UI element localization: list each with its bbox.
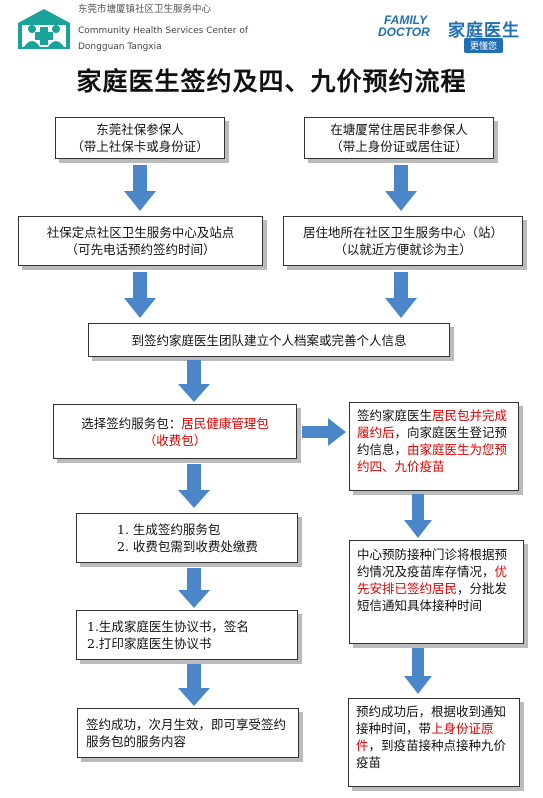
arrow-down-icon [178, 664, 210, 706]
box-sign: 签约家庭医生居民包并完成履约后，向家庭医生登记预约信息，由家庭医生为您预约四、九… [349, 402, 519, 491]
box-clinic: 中心预防接种门诊将根据预约情况及疫苗库存情况，优先安排已签约居民，分批发短信通知… [349, 540, 524, 644]
final-text-a: 预约成功后，根据收到通知接种时间，带 [356, 704, 507, 736]
arrow-down-icon [124, 272, 156, 318]
org-name-cn: 东莞市塘厦镇社区卫生服务中心 [78, 4, 212, 15]
box-insured-line2: （带上社保卡或身份证） [71, 139, 209, 154]
final-red: 上身份证原件 [356, 721, 494, 753]
agreement-line2: 2.打印家庭医生协议书 [87, 636, 212, 651]
sign-red-2: 由家庭医生为您预约四、九价疫苗 [357, 442, 508, 474]
box-resident-center-line1: 居住地所在社区卫生服务中心（站） [302, 225, 503, 240]
arrow-down-icon [124, 165, 156, 211]
fd-tag: 更懂您 [464, 38, 504, 53]
arrow-right-icon [302, 418, 346, 446]
box-insured-center: 社保定点社区卫生服务中心及站点 （可先电话预约签约时间） [18, 216, 263, 266]
box-insured-center-line2: （可先电话预约签约时间） [65, 242, 216, 257]
generate-line1: 1. 生成签约服务包 [117, 522, 221, 537]
arrow-down-icon [404, 648, 432, 694]
fd-en1: FAMILY [384, 13, 428, 27]
box-team-text: 到签约家庭医生团队建立个人档案或完善个人信息 [131, 332, 407, 348]
box-resident-line2: （带上身份证或居住证） [330, 139, 468, 154]
arrow-down-icon [178, 360, 210, 402]
health-center-logo-icon [18, 9, 70, 49]
arrow-down-icon [385, 272, 417, 318]
sign-text-b: ，向家庭医生登记预约信息， [357, 425, 508, 457]
choose-prefix: 选择签约服务包： [81, 415, 182, 431]
arrow-down-icon [178, 568, 210, 608]
fd-en2: DOCTOR [378, 25, 430, 39]
org-name-block: 东莞市塘厦镇社区卫生服务中心 Community Health Services… [78, 2, 248, 55]
box-choose-line1: 选择签约服务包：居民健康管理包 [54, 415, 296, 432]
box-insured-center-line1: 社保定点社区卫生服务中心及站点 [46, 225, 235, 240]
arrow-down-icon [404, 494, 432, 538]
success-text: 签约成功，次月生效，即可享受签约服务包的服务内容 [86, 717, 287, 749]
box-final: 预约成功后，根据收到通知接种时间，带上身份证原件，到疫苗接种点接种九价疫苗 [348, 698, 520, 787]
box-insured: 东莞社保参保人 （带上社保卡或身份证） [55, 117, 225, 159]
box-insured-line1: 东莞社保参保人 [96, 122, 184, 137]
family-doctor-logo: FAMILY DOCTOR 家庭医生 更懂您 [378, 13, 538, 53]
sign-red-1: 居民包并完成履约后 [357, 408, 508, 440]
box-resident-line1: 在塘厦常住居民非参保人 [330, 122, 468, 137]
box-resident-center-line2: （以就近方便就诊为主） [334, 242, 472, 257]
agreement-line1: 1.生成家庭医生协议书，签名 [87, 619, 249, 634]
clinic-text-a: 中心预防接种门诊将根据预约情况及疫苗库存情况， [357, 547, 508, 579]
fd-cn: 家庭医生 [448, 21, 520, 41]
box-generate: 1. 生成签约服务包 2. 收费包需到收费处缴费 [76, 513, 298, 563]
arrow-down-icon [385, 165, 417, 211]
final-text-b: ，到疫苗接种点接种九价疫苗 [356, 738, 507, 770]
arrow-down-icon [178, 464, 210, 508]
org-name-en1: Community Health Services Center of [78, 26, 249, 36]
choose-fee: （收费包） [143, 432, 207, 448]
box-team: 到签约家庭医生团队建立个人档案或完善个人信息 [88, 323, 450, 357]
clinic-red: 优先安排已签约居民 [357, 564, 508, 596]
sign-text-a: 签约家庭医生 [357, 408, 433, 423]
box-success: 签约成功，次月生效，即可享受签约服务包的服务内容 [77, 708, 299, 758]
box-resident: 在塘厦常住居民非参保人 （带上身份证或居住证） [304, 117, 494, 159]
box-agreement: 1.生成家庭医生协议书，签名 2.打印家庭医生协议书 [76, 610, 298, 660]
generate-line2: 2. 收费包需到收费处缴费 [117, 539, 258, 554]
choose-package: 居民健康管理包 [181, 415, 269, 431]
page-title: 家庭医生签约及四、九价预约流程 [76, 67, 467, 96]
box-choose: 选择签约服务包：居民健康管理包 （收费包） [53, 404, 297, 459]
clinic-text-b: ，分批发短信通知具体接种时间 [357, 581, 508, 613]
org-name-en2: Dongguan Tangxia [78, 42, 162, 52]
box-resident-center: 居住地所在社区卫生服务中心（站） （以就近方便就诊为主） [283, 216, 523, 266]
